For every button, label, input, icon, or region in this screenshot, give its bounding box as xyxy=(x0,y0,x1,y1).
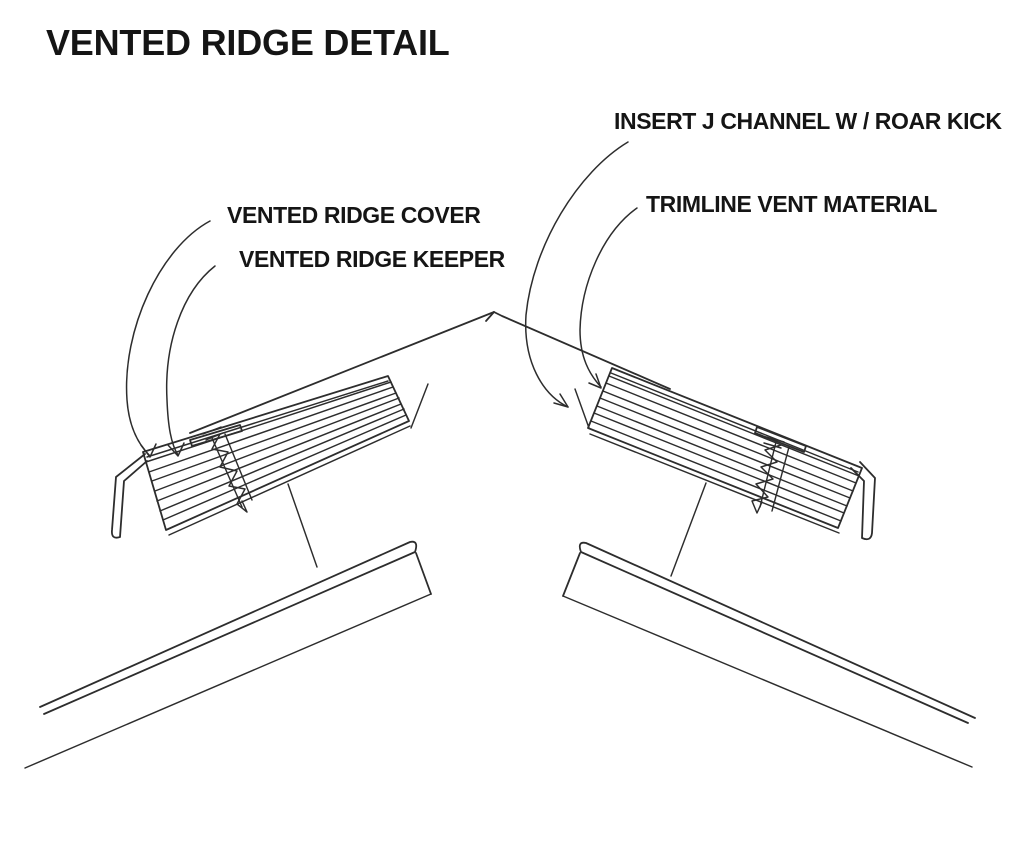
screw-rail xyxy=(224,433,253,501)
vent-stripe xyxy=(593,412,845,514)
right-keeper-strip xyxy=(754,426,807,453)
left-keeper-strip xyxy=(189,424,243,447)
left-screw xyxy=(202,426,253,513)
screw-rail xyxy=(771,446,790,512)
right-j-hook xyxy=(850,461,876,541)
vent-stripe xyxy=(159,408,405,512)
right-support-line xyxy=(670,482,707,577)
vent-stripe xyxy=(596,405,848,507)
screw-head xyxy=(763,436,785,449)
leader-ridge-cover-arrowhead xyxy=(140,443,157,458)
label-vented-ridge-cover: VENTED RIDGE COVER xyxy=(227,202,481,228)
leader-insert-j-channel xyxy=(524,141,629,408)
ridge-supports xyxy=(287,482,707,577)
callout-leaders xyxy=(125,141,638,458)
sheathing-edge-right xyxy=(574,388,590,429)
right-screw xyxy=(751,436,790,514)
roofline-apex-tick xyxy=(485,311,495,322)
vent-stripe xyxy=(148,386,394,473)
ridge-rooflines xyxy=(189,311,671,434)
left-deck-end-face xyxy=(415,552,432,595)
right-vent-stripes xyxy=(590,375,860,522)
left-j-hook xyxy=(111,453,148,539)
left-cover-hem-top xyxy=(146,380,389,458)
left-deck-hem xyxy=(39,540,418,715)
screw-head xyxy=(202,426,224,441)
vent-stripe xyxy=(154,397,400,492)
label-insert-j-channel: INSERT J CHANNEL W / ROAR KICK xyxy=(614,108,1002,134)
leader-trimline-vent-arrowhead xyxy=(588,373,602,389)
vent-stripe xyxy=(151,392,397,482)
left-support-line xyxy=(287,483,318,568)
vent-stripe xyxy=(156,403,402,502)
left-cover-hem-bottom xyxy=(168,425,411,536)
sheathing-edge-left xyxy=(410,383,429,429)
vent-stripe xyxy=(162,414,407,521)
right-cover-hem-top xyxy=(610,372,859,473)
leader-trimline-vent xyxy=(579,207,638,388)
vent-stripe xyxy=(145,381,392,463)
vent-stripe xyxy=(602,390,854,492)
leader-ridge-keeper xyxy=(165,265,216,456)
left-deck-bottom-edge xyxy=(24,593,432,769)
right-deck-hem xyxy=(578,541,976,724)
left-vent-assembly xyxy=(111,375,411,539)
left-roof-deck xyxy=(24,540,432,769)
left-vent-stripes xyxy=(145,381,407,521)
right-deck-end-face xyxy=(562,552,581,597)
leader-ridge-cover xyxy=(125,220,211,457)
vent-stripe xyxy=(608,375,860,477)
roofline-left xyxy=(189,311,495,434)
leader-ridge-keeper-arrowhead xyxy=(167,442,185,457)
screw-threads xyxy=(211,433,248,513)
roofline-right xyxy=(493,311,671,390)
leader-insert-j-channel-arrowhead xyxy=(553,393,569,408)
vent-stripe xyxy=(605,382,857,484)
screw-threads xyxy=(751,444,782,514)
label-trimline-vent-material: TRIMLINE VENT MATERIAL xyxy=(646,191,938,217)
right-roof-deck xyxy=(562,541,976,768)
vent-stripe xyxy=(590,420,842,522)
right-vent-assembly xyxy=(587,367,876,541)
right-cover-hem-bottom xyxy=(589,433,840,534)
label-vented-ridge-keeper: VENTED RIDGE KEEPER xyxy=(239,246,505,272)
left-cover-outline xyxy=(142,375,410,531)
right-deck-bottom-edge xyxy=(562,595,973,768)
diagram-title: VENTED RIDGE DETAIL xyxy=(46,22,450,63)
vent-stripe xyxy=(599,397,851,499)
